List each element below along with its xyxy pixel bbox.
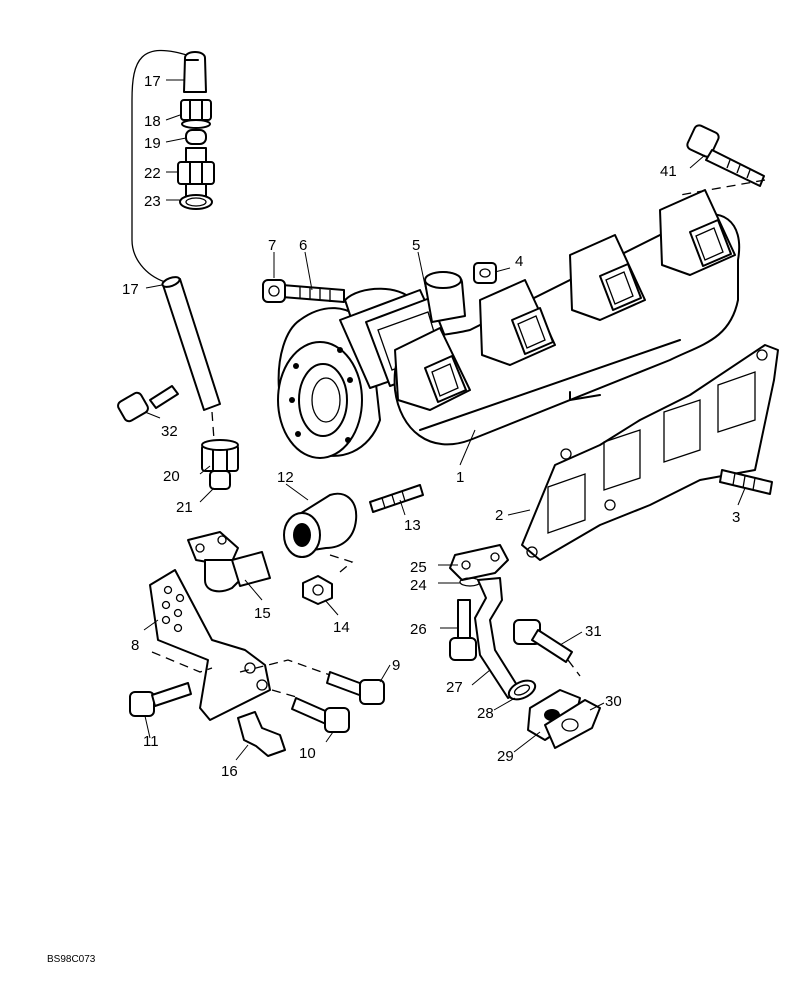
olive-19	[185, 129, 207, 145]
label-part-22: 22	[144, 165, 161, 182]
bolt-32	[117, 385, 179, 423]
hose-end-upper	[183, 51, 207, 93]
label-part-17-upper: 17	[144, 73, 161, 90]
flange-25	[449, 544, 509, 581]
label-part-1: 1	[456, 469, 464, 486]
label-part-6: 6	[299, 237, 307, 254]
spacer-12	[283, 492, 358, 558]
label-part-28: 28	[477, 705, 494, 722]
nut-14	[302, 575, 333, 605]
bracket-8	[149, 569, 331, 721]
label-part-9: 9	[392, 657, 400, 674]
manifold-gasket-2	[521, 344, 779, 561]
label-part-5: 5	[412, 237, 420, 254]
label-part-27: 27	[446, 679, 463, 696]
elbow-fitting-15	[187, 531, 271, 593]
clip-28	[507, 679, 537, 701]
figure-code: BS98C073	[47, 954, 96, 965]
label-part-25: 25	[410, 559, 427, 576]
label-part-7: 7	[268, 237, 276, 254]
oil-pipe-lower	[161, 276, 221, 441]
bolt-10	[291, 697, 350, 733]
label-part-2: 2	[495, 507, 503, 524]
leader-lines	[143, 79, 746, 761]
label-part-23: 23	[144, 193, 161, 210]
label-part-3: 3	[732, 509, 740, 526]
label-part-32: 32	[161, 423, 178, 440]
nut-7	[262, 279, 286, 303]
label-part-24: 24	[410, 577, 427, 594]
label-part-12: 12	[277, 469, 294, 486]
stud-13	[329, 484, 424, 573]
label-part-30: 30	[605, 693, 622, 710]
fitting-16	[237, 711, 286, 757]
bolt-41	[663, 124, 766, 209]
exhaust-manifold-1	[393, 189, 741, 446]
bolt-26	[449, 599, 477, 661]
label-part-14: 14	[333, 619, 350, 636]
label-part-31: 31	[585, 623, 602, 640]
label-part-8: 8	[131, 637, 139, 654]
washer-23	[179, 194, 213, 210]
fitting-21	[209, 470, 231, 490]
stud-3	[719, 469, 773, 495]
adapter-22	[177, 147, 215, 197]
label-part-13: 13	[404, 517, 421, 534]
nut-4	[473, 262, 497, 284]
label-part-16: 16	[221, 763, 238, 780]
label-part-20: 20	[163, 468, 180, 485]
label-part-19: 19	[144, 135, 161, 152]
bolt-31	[513, 619, 581, 677]
bolt-9	[326, 671, 385, 705]
oil-line-loop	[131, 49, 191, 283]
stud-6	[281, 284, 345, 303]
label-part-4: 4	[515, 253, 523, 270]
label-part-10: 10	[299, 745, 316, 762]
label-part-41: 41	[660, 163, 677, 180]
label-part-29: 29	[497, 748, 514, 765]
bolt-11	[129, 682, 192, 717]
label-part-18: 18	[144, 113, 161, 130]
part-labels: 17 18 19 22 23 17 41 7 6 5 4 1 2 3 12 13…	[122, 73, 740, 780]
label-part-11: 11	[143, 733, 159, 750]
union-20	[201, 439, 239, 472]
label-part-17-lower: 17	[122, 281, 139, 298]
gasket-30	[544, 699, 601, 749]
label-part-26: 26	[410, 621, 427, 638]
nut-18	[180, 99, 212, 129]
label-part-21: 21	[176, 499, 193, 516]
label-part-15: 15	[254, 605, 271, 622]
